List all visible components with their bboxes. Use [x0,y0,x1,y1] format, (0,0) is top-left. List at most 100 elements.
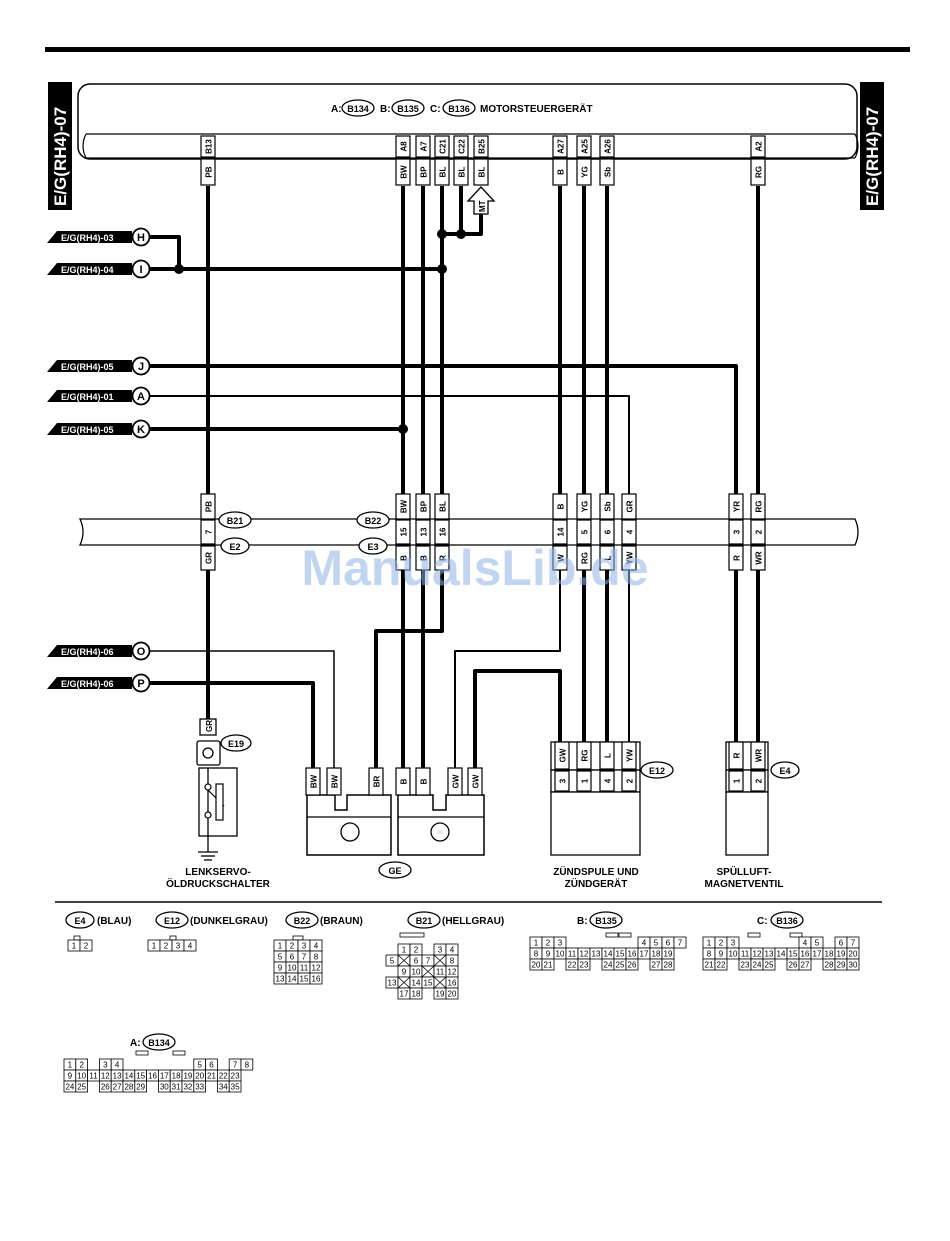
reference-letter-circle [131,227,151,247]
reference-letter: I [139,264,142,276]
bar-lower-color-7: YW [626,551,635,564]
ecm-conn-b-oval [391,99,425,117]
legend-b21-face-blank-cross [421,965,435,978]
legend-b136-face-pin-number: 8 [707,950,712,959]
legend-b21-face-pin-number: 12 [448,968,457,977]
legend-b21-face-pin-number: 2 [414,946,419,955]
e12-pin-1-box [576,770,592,792]
wire-c22 [442,186,463,236]
legend-b134-face-cell [193,1080,207,1093]
legend-b136-face-pin-number: 26 [789,961,798,970]
bar-upper-color-8-box [728,493,744,520]
legend-b135-face-cell [673,936,687,949]
legend-b136-prefix: C: [757,916,768,927]
bar-pin-3-box [434,519,450,545]
reference-label: E/G(RH4)-04 [61,265,114,275]
bar-lower-color-2-box [415,545,431,571]
legend-b135-face-pin-number: 19 [664,950,673,959]
bar-pin-6: 6 [604,529,613,534]
e4-name-2: MAGNETVENTIL [705,879,784,890]
legend-b22-face-pin-number: 3 [302,942,307,951]
ecm-conn-b: B135 [397,104,419,114]
reference-label: E/G(RH4)-03 [61,233,114,243]
b21-oval [218,511,252,529]
bar-pin-7-box [621,519,637,545]
reference-letter: H [137,232,145,244]
legend-b134-prefix: A: [130,1038,141,1049]
e19-wire-color: GR [205,720,214,732]
ge-wire-5: GW [452,774,461,788]
side-label-right: E/G(RH4)-07 [860,82,884,210]
legend-b135-face-pin-number: 9 [546,950,551,959]
reference-letter-circle [131,641,151,661]
legend-b136-face-pin-number: 15 [789,950,798,959]
legend-b135-face-pin-number: 23 [580,961,589,970]
side-label-left-text: E/G(RH4)-07 [51,107,70,206]
legend-b21-face-pin-number: 18 [412,990,421,999]
legend-b135-face-pin-number: 26 [628,961,637,970]
legend-b134-face-pin-number: 12 [101,1072,110,1081]
legend-e12-face-cell [183,939,197,952]
legend-b134-id: B134 [148,1038,170,1048]
e4-wire-1: WR [755,749,764,763]
ecm-wire-color-A26: Sb [604,167,613,177]
legend-b136-face-pin-number: 30 [849,961,858,970]
legend-e4-desc: (BLAU) [97,916,131,927]
legend-b134-face-pin-number: 13 [113,1072,122,1081]
ecm-wire-color-A8-box [395,158,411,186]
junction-dot [437,264,447,274]
bar-upper-color-0: PB [205,501,214,512]
e12-wire-3: YW [626,749,635,762]
ecm-pin-A27: A27 [557,139,566,154]
ecm-wire-color-A2-box [750,158,766,186]
wire-e3-w [454,570,561,768]
ecm-pin-A7: A7 [420,141,429,152]
legend-b135-face-pin-number: 24 [604,961,613,970]
bar-upper-color-1: BW [400,499,409,513]
e4-pin-0: 1 [733,778,742,783]
e12-name-1: ZÜNDSPULE UND [553,865,639,878]
legend-b135-face-pin-number: 27 [652,961,661,970]
reference-letter: P [137,678,144,690]
wire-ref-h [150,235,181,269]
legend-b21-face-pin-number: 14 [412,979,421,988]
legend-b21-desc: (HELLGRAU) [442,916,504,927]
legend-e4-id: E4 [74,916,85,926]
legend-b136-face-pin-number: 23 [741,961,750,970]
ecm-pin-A8: A8 [400,141,409,152]
bar-pin-1: 15 [400,527,409,536]
ecm-pin-C22-box [453,135,469,158]
ecm-conn-c-oval [442,99,476,117]
e2-oval [220,537,250,555]
legend-b136-face-pin-number: 11 [741,950,750,959]
legend-b136-face-cell [846,958,860,971]
bar-pin-2: 13 [420,527,429,536]
legend-b136-face-pin-number: 19 [837,950,846,959]
bar-pin-1-box [395,519,411,545]
legend-b136-face-pin-number: 5 [815,939,820,948]
bar-pin-2-box [415,519,431,545]
ecm-pin-B25: B25 [478,139,487,154]
ge-wire-4: B [420,778,429,784]
ecm-box [77,83,859,160]
bar-lower-color-3: R [439,555,448,561]
legend-b21-face-pin-number: 9 [402,968,407,977]
bar-lower-color-1: B [400,555,409,561]
legend-e12-id: E12 [164,916,180,926]
ecm-wire-color-A7-box [415,158,431,186]
legend-b134-face-pin-number: 30 [160,1083,169,1092]
bar-pin-4: 14 [557,527,566,536]
bar-lower-color-0-box [200,545,216,571]
ge-wire-1-box [326,767,342,796]
e12-pin-0: 3 [559,778,568,783]
legend-b135-face-cell [661,958,675,971]
legend-b135-face-cell [577,958,591,971]
legend-b134-face-pin-number: 15 [136,1072,145,1081]
legend-b134-face-cell [240,1058,254,1071]
ecm-prefix-a: A: [331,104,342,115]
reference-letter-circle [131,673,151,693]
bar-pin-9: 2 [755,529,764,534]
legend-b22-id: B22 [294,916,311,926]
